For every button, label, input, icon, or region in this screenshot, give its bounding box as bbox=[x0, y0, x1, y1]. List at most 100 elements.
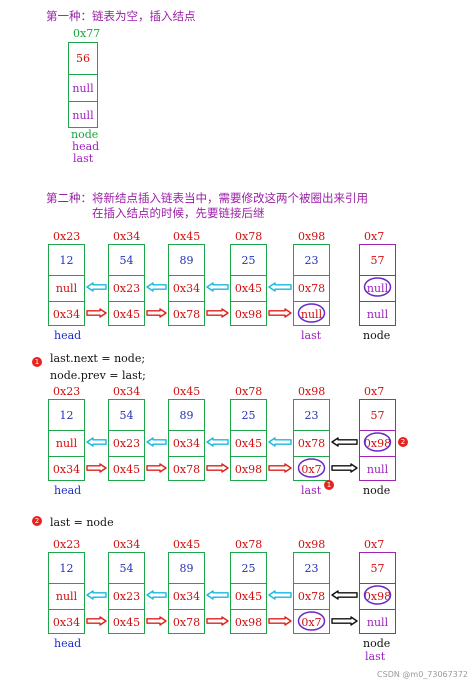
diagram2-node-5-next: null bbox=[360, 456, 395, 482]
step1-line1: last.next = node; bbox=[50, 352, 146, 365]
diagram1-node-3-value: 25 bbox=[241, 253, 256, 267]
case2-title-line2: 在插入结点的时候，先要链接后继 bbox=[92, 206, 265, 220]
diagram1-node-0-prev: null bbox=[49, 275, 84, 301]
diagram1-node-3-next: 0x98 bbox=[231, 301, 266, 327]
diagram3-node-0-prev: null bbox=[49, 583, 84, 609]
diagram3-node-4-value: 23 bbox=[304, 561, 319, 575]
diagram2-node-2-next: 0x78 bbox=[169, 456, 204, 482]
diagram1-address-5: 0x7 bbox=[364, 230, 385, 243]
diagram3-address-2: 0x45 bbox=[173, 538, 201, 551]
diagram3-circle-1 bbox=[363, 585, 392, 605]
diagram2-last-next-link-arrow bbox=[331, 463, 358, 473]
diagram3-prev-arrow-3 bbox=[268, 590, 292, 600]
diagram2-badge-1: 1 bbox=[324, 480, 334, 490]
diagram2-node-3-next: 0x98 bbox=[231, 456, 266, 482]
diagram2-prev-arrow-0 bbox=[86, 437, 107, 447]
diagram1-node-2-value: 89 bbox=[179, 253, 194, 267]
diagram2-node-4-value: 23 bbox=[304, 408, 319, 422]
diagram1-node-5-next: null bbox=[360, 301, 395, 327]
diagram1-prev-arrow-1 bbox=[146, 282, 167, 292]
case1-value: 56 bbox=[76, 52, 90, 65]
diagram3-node-4-next: 0x7 bbox=[294, 609, 329, 635]
diagram2-node-1-next: 0x45 bbox=[109, 456, 144, 482]
diagram2-prev-arrow-1 bbox=[146, 437, 167, 447]
diagram3-node-2-prev: 0x34 bbox=[169, 583, 204, 609]
diagram2-node-2-value: 89 bbox=[179, 408, 194, 422]
step1-badge: 1 bbox=[32, 357, 42, 367]
diagram1-node-0-value: 12 bbox=[59, 253, 74, 267]
diagram1-label-head: head bbox=[54, 329, 82, 342]
diagram3-address-5: 0x7 bbox=[364, 538, 385, 551]
diagram3-address-4: 0x98 bbox=[298, 538, 326, 551]
watermark: CSDN @m0_73067372 bbox=[377, 670, 468, 679]
diagram2-next-arrow-2 bbox=[206, 463, 229, 473]
diagram2-address-0: 0x23 bbox=[53, 385, 81, 398]
diagram3-last-next-link-arrow bbox=[331, 616, 358, 626]
diagram1-node-3-prev: 0x45 bbox=[231, 275, 266, 301]
case1-title: 第一种：链表为空，插入结点 bbox=[46, 9, 196, 23]
diagram3-node-2-next: 0x78 bbox=[169, 609, 204, 635]
diagram2-circle-0 bbox=[297, 458, 326, 478]
diagram1-node-4-next: null bbox=[294, 301, 329, 327]
diagram2-label-last: last bbox=[301, 484, 322, 497]
diagram3-node-5-prev: 0x98 bbox=[360, 583, 395, 609]
diagram3-circle-0 bbox=[297, 611, 326, 631]
diagram1-node-1-value: 54 bbox=[119, 253, 134, 267]
diagram3-node-1-value: 54 bbox=[119, 561, 134, 575]
diagram1-address-4: 0x98 bbox=[298, 230, 326, 243]
diagram2-prev-arrow-2 bbox=[206, 437, 229, 447]
step2-line: last = node bbox=[50, 516, 114, 529]
diagram2-address-1: 0x34 bbox=[113, 385, 141, 398]
diagram2-address-2: 0x45 bbox=[173, 385, 201, 398]
diagram1-label-last: last bbox=[301, 329, 322, 342]
step1-line2: node.prev = last; bbox=[50, 369, 146, 382]
case2-title-line1: 第二种：将新结点插入链表当中，需要修改这两个被圈出来引用 bbox=[46, 191, 368, 205]
diagram2-node-4-prev: 0x78 bbox=[294, 430, 329, 456]
diagram3-next-arrow-1 bbox=[146, 616, 167, 626]
diagram1-node-5-value: 57 bbox=[370, 253, 385, 267]
diagram2-next-arrow-3 bbox=[268, 463, 292, 473]
case1-address: 0x77 bbox=[73, 27, 101, 40]
diagram2-address-5: 0x7 bbox=[364, 385, 385, 398]
case1-prev: null bbox=[69, 74, 97, 101]
diagram2-node-0-next: 0x34 bbox=[49, 456, 84, 482]
diagram3-node-3-prev: 0x45 bbox=[231, 583, 266, 609]
diagram2-node-5-prev: 0x98 bbox=[360, 430, 395, 456]
diagram2-node-4-next: 0x7 bbox=[294, 456, 329, 482]
diagram1-node-1-prev: 0x23 bbox=[109, 275, 144, 301]
diagram2-prev-arrow-3 bbox=[268, 437, 292, 447]
diagram2-next-arrow-0 bbox=[86, 463, 107, 473]
diagram2-label-node: node bbox=[363, 484, 391, 497]
diagram1-node-4-prev: 0x78 bbox=[294, 275, 329, 301]
diagram1-node-0-next: 0x34 bbox=[49, 301, 84, 327]
diagram1-circle-0 bbox=[297, 303, 326, 323]
diagram3-node-2-value: 89 bbox=[179, 561, 194, 575]
diagram1-node-2-prev: 0x34 bbox=[169, 275, 204, 301]
case1-label-last: last bbox=[73, 152, 94, 165]
case1-node-box: 56 null null bbox=[68, 42, 98, 128]
diagram1-prev-arrow-2 bbox=[206, 282, 229, 292]
diagram3-address-1: 0x34 bbox=[113, 538, 141, 551]
diagram2-address-3: 0x78 bbox=[235, 385, 263, 398]
step2-badge: 2 bbox=[32, 516, 42, 526]
diagram2-next-arrow-1 bbox=[146, 463, 167, 473]
diagram1-node-5-prev: null bbox=[360, 275, 395, 301]
diagram2-badge-0: 2 bbox=[398, 437, 408, 447]
diagram1-address-1: 0x34 bbox=[113, 230, 141, 243]
diagram3-node-5-value: 57 bbox=[370, 561, 385, 575]
diagram1-address-2: 0x45 bbox=[173, 230, 201, 243]
diagram3-node-5-next: null bbox=[360, 609, 395, 635]
diagram3-next-arrow-2 bbox=[206, 616, 229, 626]
diagram1-next-arrow-3 bbox=[268, 308, 292, 318]
diagram3-node-1-next: 0x45 bbox=[109, 609, 144, 635]
diagram2-node-3-prev: 0x45 bbox=[231, 430, 266, 456]
